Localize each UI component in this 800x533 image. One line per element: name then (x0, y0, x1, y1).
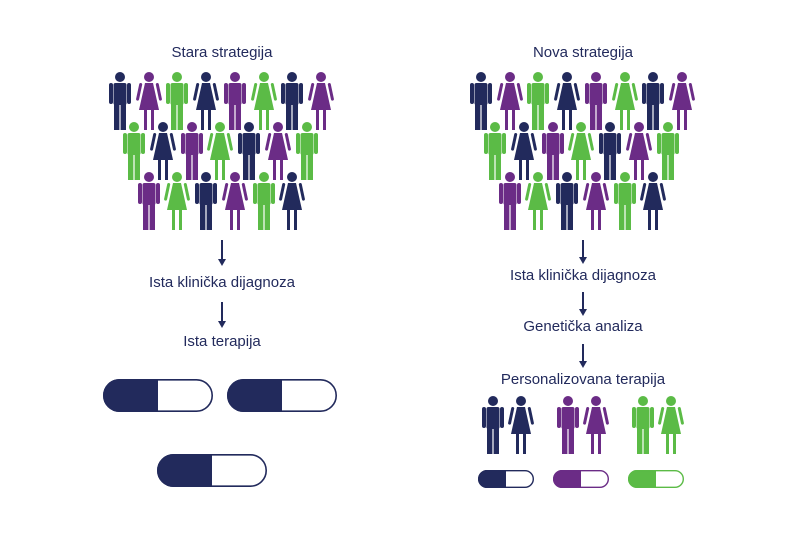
right-crowd-person-figure (540, 122, 566, 180)
left-crowd-person-figure (150, 122, 176, 180)
right-crowd-person-figure (497, 172, 523, 230)
right-crowd-person-figure (625, 122, 652, 180)
left-pill-icon (103, 379, 214, 417)
left-crowd-person-figure (179, 122, 205, 180)
left-crowd-person-figure (193, 172, 219, 230)
left-step-therapy: Ista terapija (183, 333, 261, 350)
left-crowd-person-figure (193, 72, 220, 130)
right-crowd-person-figure (655, 122, 681, 180)
left-arrow-to-diagnosis (217, 240, 227, 266)
group-navy-male-figure (480, 396, 506, 454)
left-crowd-person-figure (264, 122, 291, 180)
group-purple-male-figure (555, 396, 581, 454)
right-arrow-to-diagnosis (578, 240, 588, 264)
right-crowd-person-figure (554, 72, 581, 130)
right-title: Nova strategija (532, 44, 634, 61)
group-green-pill-icon (627, 469, 684, 493)
left-crowd-person-figure (236, 122, 262, 180)
left-crowd-person-figure (251, 172, 277, 230)
group-purple-pill-icon (552, 469, 609, 493)
right-crowd-person-figure (568, 122, 595, 180)
left-crowd-person-figure (107, 72, 133, 130)
group-purple-female-figure (583, 396, 609, 454)
right-step-therapy: Personalizovana terapija (500, 371, 666, 388)
left-arrow-to-therapy (217, 302, 227, 328)
left-crowd-person-figure (164, 72, 190, 130)
left-crowd-person-figure (136, 172, 162, 230)
right-crowd-person-figure (582, 172, 609, 230)
right-crowd-person-figure (525, 172, 552, 230)
group-navy-female-figure (508, 396, 534, 454)
right-crowd-person-figure (554, 172, 580, 230)
right-step-genetic: Genetička analiza (523, 318, 643, 335)
left-crowd-person-figure (135, 72, 162, 130)
right-crowd-person-figure (611, 72, 638, 130)
left-crowd-person-figure (222, 72, 248, 130)
right-crowd-person-figure (597, 122, 623, 180)
left-pill-icon (227, 379, 338, 417)
left-crowd-person-figure (279, 72, 305, 130)
left-crowd-person-figure (164, 172, 191, 230)
right-crowd-person-figure (583, 72, 609, 130)
left-crowd-person-figure (279, 172, 306, 230)
right-crowd-person-figure (511, 122, 537, 180)
left-crowd-person-figure (294, 122, 320, 180)
right-arrow-to-genetic (578, 292, 588, 316)
right-crowd-person-figure (640, 72, 666, 130)
right-crowd-person-figure (496, 72, 523, 130)
left-pill-icon (157, 454, 268, 492)
left-crowd-person-figure (307, 72, 334, 130)
right-arrow-to-therapy (578, 344, 588, 368)
group-navy-pill-icon (477, 469, 534, 493)
left-crowd-person-figure (250, 72, 277, 130)
group-green-female-figure (658, 396, 684, 454)
right-crowd-person-figure (525, 72, 551, 130)
right-crowd-person-figure (612, 172, 638, 230)
left-title: Stara strategija (171, 44, 273, 61)
group-green-male-figure (630, 396, 656, 454)
left-crowd-person-figure (207, 122, 234, 180)
left-step-diagnosis: Ista klinička dijagnoza (149, 274, 295, 291)
right-crowd-person-figure (468, 72, 494, 130)
left-crowd-person-figure (121, 122, 147, 180)
right-step-diagnosis: Ista klinička dijagnoza (510, 267, 656, 284)
left-crowd-person-figure (221, 172, 248, 230)
right-crowd-person-figure (668, 72, 695, 130)
right-crowd-person-figure (640, 172, 667, 230)
right-crowd-person-figure (482, 122, 508, 180)
